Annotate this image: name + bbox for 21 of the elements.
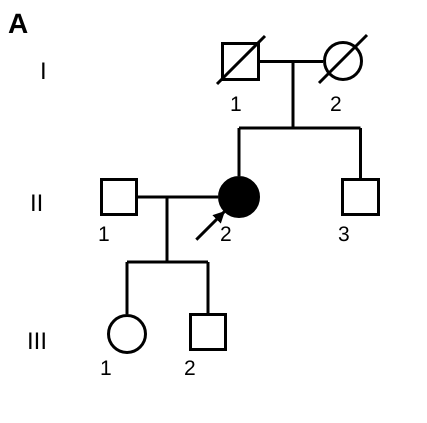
individual-number: 1 xyxy=(230,94,242,115)
male-square xyxy=(341,178,380,216)
individual-number: 3 xyxy=(338,224,350,245)
individual-number: 1 xyxy=(100,358,112,379)
generation-numeral: I xyxy=(40,60,47,84)
generation-numeral: II xyxy=(30,192,44,216)
male-square xyxy=(100,178,138,216)
female-circle xyxy=(107,314,147,354)
individual-number: 2 xyxy=(220,224,232,245)
pedigree-lines xyxy=(238,60,362,180)
generation-numeral: III xyxy=(27,330,48,354)
pedigree-lines xyxy=(126,196,220,316)
female-circle xyxy=(323,41,363,81)
individual-number: 1 xyxy=(98,224,110,245)
panel-letter: A xyxy=(8,10,28,38)
male-square xyxy=(189,313,227,351)
proband-arrow xyxy=(195,210,226,241)
individual-number: 2 xyxy=(184,358,196,379)
individual-number: 2 xyxy=(330,94,342,115)
male-square xyxy=(221,42,260,81)
affected-female-circle xyxy=(218,176,260,218)
